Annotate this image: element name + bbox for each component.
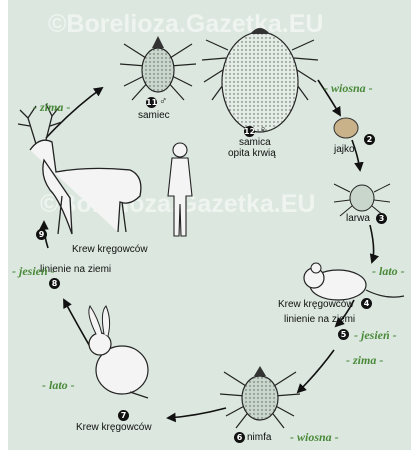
season-label: - lato - <box>42 378 75 393</box>
season-label: - zima - <box>33 100 70 115</box>
stage-label-egg: jajko <box>334 144 355 155</box>
season-label: - lato - <box>372 264 405 279</box>
stage-number: 7 <box>118 410 129 421</box>
stage-label-female-2: opita krwią <box>228 148 276 159</box>
stage-label-larva: larwa <box>346 213 370 224</box>
stage-number: 3 <box>376 213 387 224</box>
engorged-female-tick-drawing <box>202 28 318 132</box>
stage-number: 6 <box>234 432 245 443</box>
stage-label-female: samica <box>239 137 271 148</box>
male-symbol: ♂ <box>159 95 167 107</box>
stage-number: 8 <box>49 278 60 289</box>
stage-number: 9 <box>36 229 47 240</box>
season-label: - jesień - <box>354 328 397 343</box>
male-tick-drawing <box>120 36 196 100</box>
stage-label-nymph: nimfa <box>247 432 271 443</box>
stage-number: 11 <box>146 97 157 108</box>
hare-drawing <box>89 306 148 398</box>
season-label: - wiosna - <box>324 81 373 96</box>
larva-drawing <box>334 184 390 216</box>
stage-label-host-mouse: Krew kręgowców <box>278 299 354 310</box>
stage-number: 2 <box>364 134 375 145</box>
egg-drawing <box>334 118 358 138</box>
stage-label-host-deer: Krew kręgowców <box>72 244 148 255</box>
arrow-molt-to-nymph <box>298 350 334 392</box>
nymph-drawing <box>220 366 300 428</box>
deer-drawing <box>18 104 141 234</box>
female-symbol: ♀ <box>259 124 267 136</box>
stage-number: 5 <box>338 329 349 340</box>
stage-label-molt-right: linienie na ziemi <box>284 314 355 325</box>
season-label: - jesień - <box>12 264 55 279</box>
human-drawing <box>168 143 192 236</box>
stage-number: 4 <box>361 298 372 309</box>
arrow-host-to-molt-left <box>64 300 92 350</box>
arrow-nymph-to-host <box>168 408 226 418</box>
stage-label-host-hare: Krew kręgowców <box>76 422 152 433</box>
stage-number: 12 <box>244 126 255 137</box>
stage-label-male: samiec <box>138 110 170 121</box>
arrow-larva-to-host <box>370 225 374 262</box>
season-label: - zima - <box>346 353 383 368</box>
season-label: - wiosna - <box>290 430 339 445</box>
